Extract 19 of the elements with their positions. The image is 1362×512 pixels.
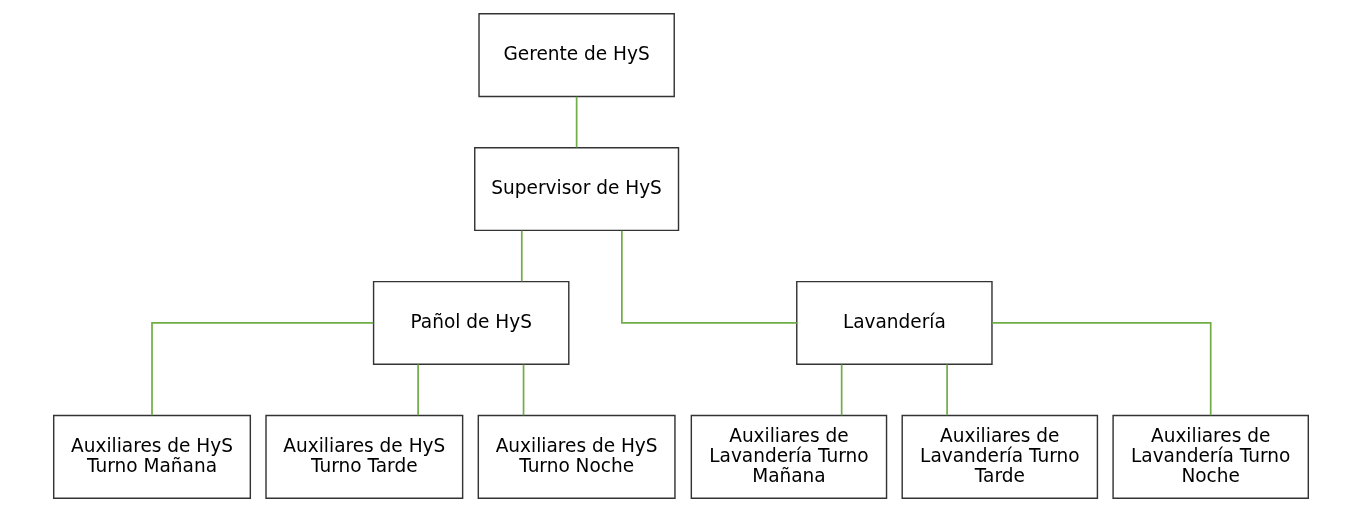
connector [520,229,523,283]
connector [575,95,578,149]
connector [151,322,375,417]
node-box: Lavandería [796,280,993,365]
connector [991,322,1212,417]
node-box: Auxiliares de HyS Turno Tarde [265,414,464,499]
node-box: Pañol de HyS [372,280,570,365]
node-box: Supervisor de HyS [474,147,680,232]
node-box: Auxiliares de HyS Turno Noche [477,414,676,499]
connector [417,363,419,417]
connector [621,229,798,324]
node-box: Auxiliares de Lavandería Turno Noche [1112,414,1309,499]
node-box: Gerente de HyS [478,13,675,98]
connector [946,363,948,417]
connector [522,363,525,417]
node-box: Auxiliares de HyS Turno Mañana [53,414,252,499]
node-box: Auxiliares de Lavandería Turno Mañana [690,414,888,499]
node-box: Auxiliares de Lavandería Turno Tarde [901,414,1099,499]
connector [840,363,843,417]
